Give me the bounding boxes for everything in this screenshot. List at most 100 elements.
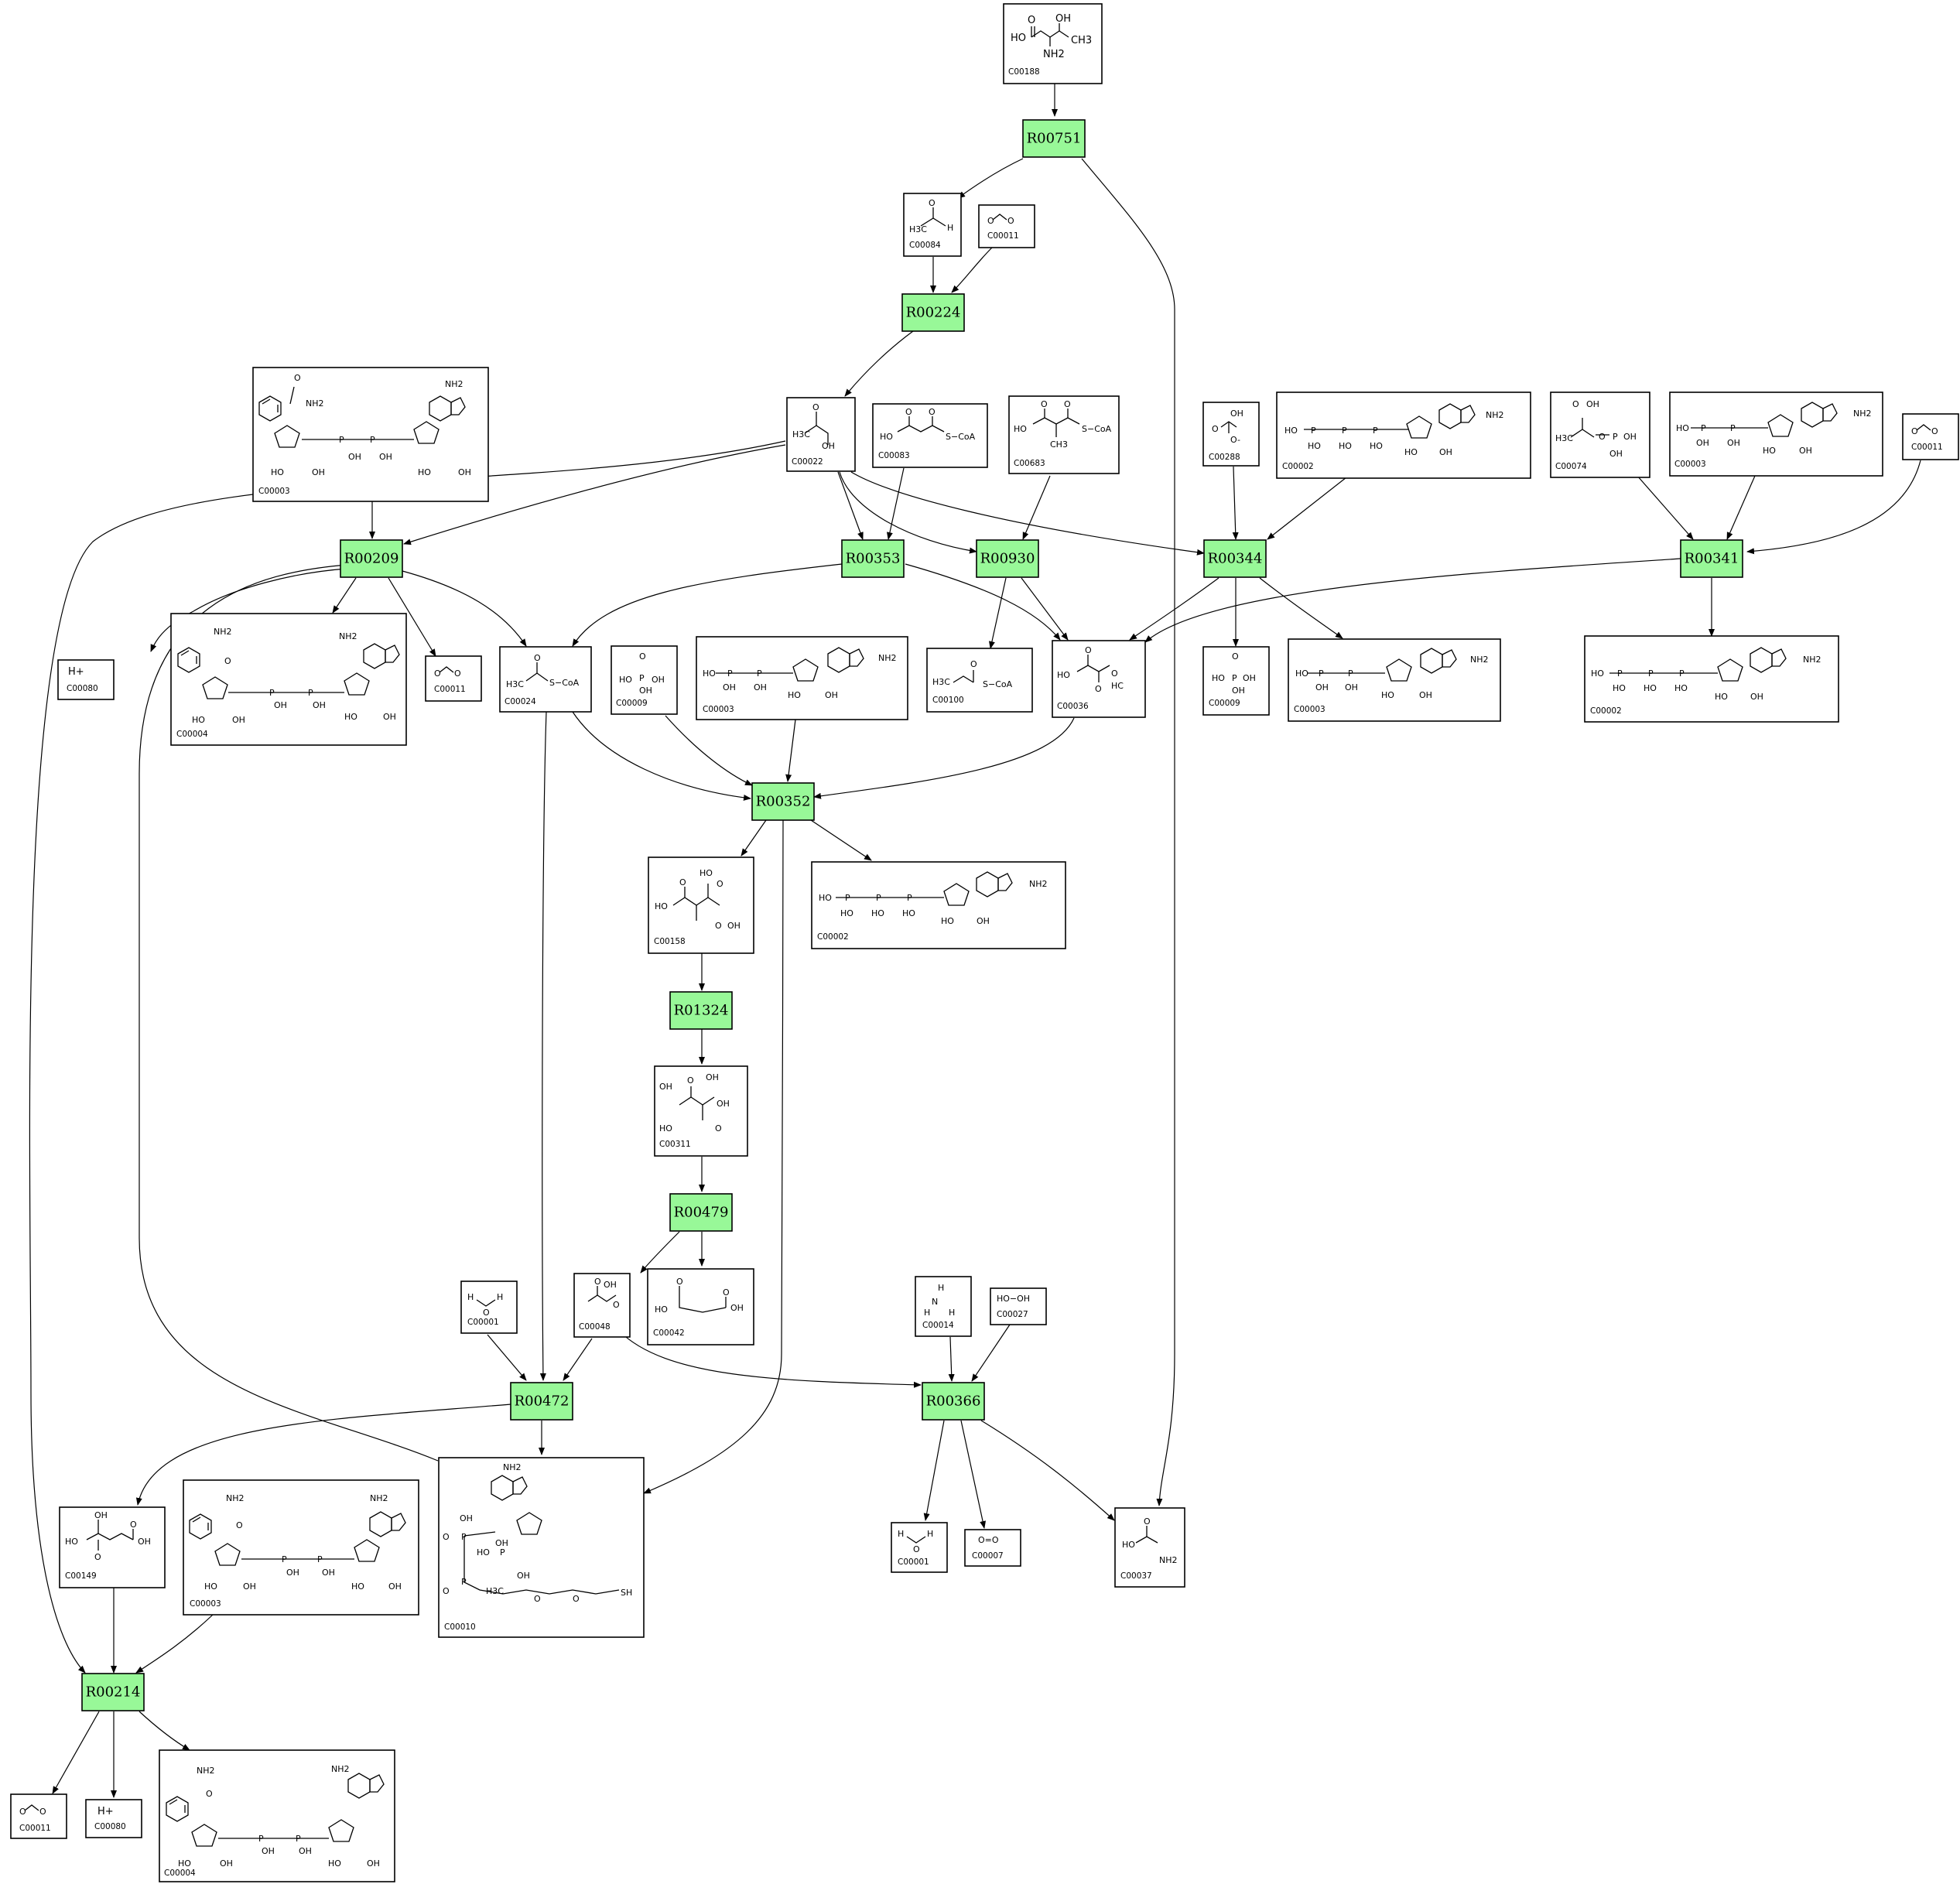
structure-c00048 — [587, 1286, 617, 1302]
svg-text:OH: OH — [1230, 409, 1243, 419]
compound-c00003-c[interactable]: HO P P OH OH NH2 HO OH C00003 — [696, 636, 908, 720]
compound-c00080-a[interactable]: H+ C00080 — [57, 659, 115, 700]
svg-text:H: H — [467, 1292, 474, 1302]
compound-c00011-a[interactable]: O O C00011 — [978, 204, 1035, 248]
svg-text:P: P — [1648, 668, 1654, 679]
compound-c00014[interactable]: H N H H C00014 — [915, 1276, 972, 1337]
compound-c00001-b[interactable]: H O H C00001 — [891, 1522, 948, 1573]
edge-r00352-c158 — [741, 819, 767, 857]
compound-c00001-a[interactable]: H O H C00001 — [460, 1281, 518, 1334]
svg-text:O: O — [1028, 15, 1035, 26]
svg-text:P: P — [1232, 673, 1237, 683]
svg-text:O: O — [534, 653, 541, 663]
svg-text:O: O — [224, 656, 231, 666]
reaction-r00209[interactable]: R00209 — [340, 539, 403, 578]
compound-c00009-a[interactable]: O HO P OH OH C00009 — [611, 645, 678, 715]
svg-text:NH2: NH2 — [370, 1493, 388, 1503]
svg-text:HO: HO — [328, 1858, 341, 1869]
compound-c00010[interactable]: NH2 OH O P OH HO P P O H3C OH O O SH C00… — [438, 1457, 645, 1638]
edge-r00930-c36 — [1021, 577, 1069, 641]
compound-c00011-c[interactable]: O O C00011 — [425, 655, 482, 702]
compound-c00311[interactable]: OH O OH OH HO O C00311 — [654, 1065, 748, 1157]
svg-text:HO: HO — [1339, 441, 1352, 451]
compound-c00188[interactable]: HO O OH NH2 CH3 C00188 — [1003, 3, 1103, 84]
svg-text:HO: HO — [192, 715, 205, 725]
svg-text:O: O — [39, 1807, 46, 1817]
svg-text:P: P — [339, 435, 344, 445]
svg-text:HO: HO — [1122, 1540, 1135, 1550]
reaction-r00341[interactable]: R00341 — [1680, 539, 1743, 578]
compound-c00004-b[interactable]: NH2 O NH2 P P OH OH HO OH HO OH C00004 — [159, 1749, 395, 1882]
svg-text:C00011: C00011 — [19, 1824, 51, 1833]
structure-c00683 — [1032, 409, 1080, 437]
svg-text:P: P — [282, 1554, 287, 1564]
compound-c00083[interactable]: O O HO S−CoA C00083 — [872, 403, 988, 468]
compound-c00036[interactable]: O HO O O HC C00036 — [1052, 640, 1146, 718]
compound-c00003-e[interactable]: NH2 O NH2 P P OH OH HO OH HO OH C00003 — [183, 1479, 419, 1616]
svg-text:O: O — [987, 216, 994, 226]
structure-c00084 — [920, 207, 946, 227]
svg-text:H: H — [947, 223, 953, 233]
compound-c00002-c[interactable]: HO P P P HO HO HO NH2 HO OH C00002 — [811, 861, 1066, 949]
svg-text:C00288: C00288 — [1209, 453, 1240, 462]
compound-c00080-b[interactable]: H+ C00080 — [85, 1799, 142, 1838]
svg-text:R01324: R01324 — [674, 1003, 729, 1019]
compound-c00084[interactable]: O H3C H C00084 — [903, 193, 962, 257]
reaction-r00224[interactable]: R00224 — [901, 293, 965, 332]
reaction-r00930[interactable]: R00930 — [976, 539, 1039, 578]
svg-text:O: O — [1911, 426, 1918, 436]
compound-c00288[interactable]: OH O O- C00288 — [1202, 402, 1260, 467]
edges — [29, 84, 1921, 1798]
reaction-r00214[interactable]: R00214 — [81, 1673, 145, 1711]
compound-c00022[interactable]: O H3C OH C00022 — [786, 397, 856, 472]
svg-text:O: O — [1232, 651, 1239, 662]
compound-c00042[interactable]: O HO O OH C00042 — [647, 1268, 754, 1345]
svg-text:OH: OH — [274, 700, 287, 710]
compound-c00027[interactable]: HO−OH C00027 — [990, 1287, 1047, 1325]
compound-c00003-d[interactable]: HO P P OH OH NH2 HO OH C00003 — [1288, 638, 1501, 722]
compound-c00149[interactable]: OH HO O O OH C00149 — [59, 1506, 166, 1588]
compound-c00683[interactable]: O O HO S−CoA CH3 C00683 — [1008, 395, 1120, 474]
svg-text:C00002: C00002 — [1282, 462, 1314, 471]
reaction-r00352[interactable]: R00352 — [751, 782, 815, 821]
edge-r00341-c36 — [1144, 558, 1681, 643]
structure-co2-d — [24, 1804, 39, 1811]
compound-c00037[interactable]: O HO NH2 C00037 — [1114, 1507, 1185, 1588]
reaction-r00353[interactable]: R00353 — [841, 539, 905, 578]
compound-c00074[interactable]: O OH H3C O P OH OH C00074 — [1550, 392, 1650, 478]
edge-c14-r00366 — [948, 1336, 955, 1382]
compound-c00003-a[interactable]: O NH2 NH2 P P OH OH HO OH HO OH C00003 — [252, 367, 489, 502]
svg-text:HO: HO — [204, 1581, 217, 1592]
svg-text:HO: HO — [840, 908, 853, 918]
svg-text:R00479: R00479 — [674, 1205, 729, 1221]
reaction-r00479[interactable]: R00479 — [669, 1193, 733, 1232]
svg-text:C00024: C00024 — [505, 697, 536, 706]
compound-c00003-b[interactable]: HO P P OH OH NH2 HO OH C00003 — [1669, 392, 1883, 477]
compound-c00048[interactable]: O OH O C00048 — [573, 1273, 631, 1338]
reaction-r00344[interactable]: R00344 — [1203, 539, 1267, 578]
svg-text:HO: HO — [659, 1123, 672, 1133]
svg-text:C00027: C00027 — [997, 1310, 1028, 1319]
svg-text:O: O — [1144, 1516, 1151, 1527]
reaction-r01324[interactable]: R01324 — [669, 991, 733, 1030]
svg-text:C00011: C00011 — [1911, 443, 1943, 452]
compound-c00004-a[interactable]: NH2 O NH2 P P OH OH HO OH HO OH C00004 — [170, 613, 407, 746]
svg-text:O: O — [1007, 216, 1014, 226]
compound-c00002-a[interactable]: HO P P P HO HO HO NH2 HO OH C00002 — [1276, 392, 1531, 479]
compound-c00009-b[interactable]: O HO P OH OH C00009 — [1202, 646, 1270, 716]
reaction-r00366[interactable]: R00366 — [922, 1382, 985, 1421]
reaction-r00751[interactable]: R00751 — [1022, 119, 1086, 158]
compound-c00158[interactable]: HO O O HO O OH C00158 — [648, 857, 754, 954]
compound-c00011-b[interactable]: O O C00011 — [1902, 413, 1959, 460]
svg-text:C00003: C00003 — [190, 1599, 221, 1609]
compound-c00002-b[interactable]: HO P P P HO HO HO NH2 HO OH C00002 — [1584, 635, 1839, 723]
compound-c00011-d[interactable]: O O C00011 — [10, 1793, 67, 1839]
reaction-r00472[interactable]: R00472 — [510, 1382, 573, 1421]
compound-c00007[interactable]: O=O C00007 — [964, 1529, 1021, 1567]
svg-text:P: P — [845, 893, 850, 903]
compound-c00100[interactable]: O H3C S−CoA C00100 — [926, 648, 1033, 713]
svg-text:O: O — [1572, 399, 1579, 409]
edge-c9a-r00352 — [665, 715, 753, 786]
svg-text:H3C: H3C — [506, 679, 524, 689]
compound-c00024[interactable]: O H3C S−CoA C00024 — [499, 646, 592, 713]
